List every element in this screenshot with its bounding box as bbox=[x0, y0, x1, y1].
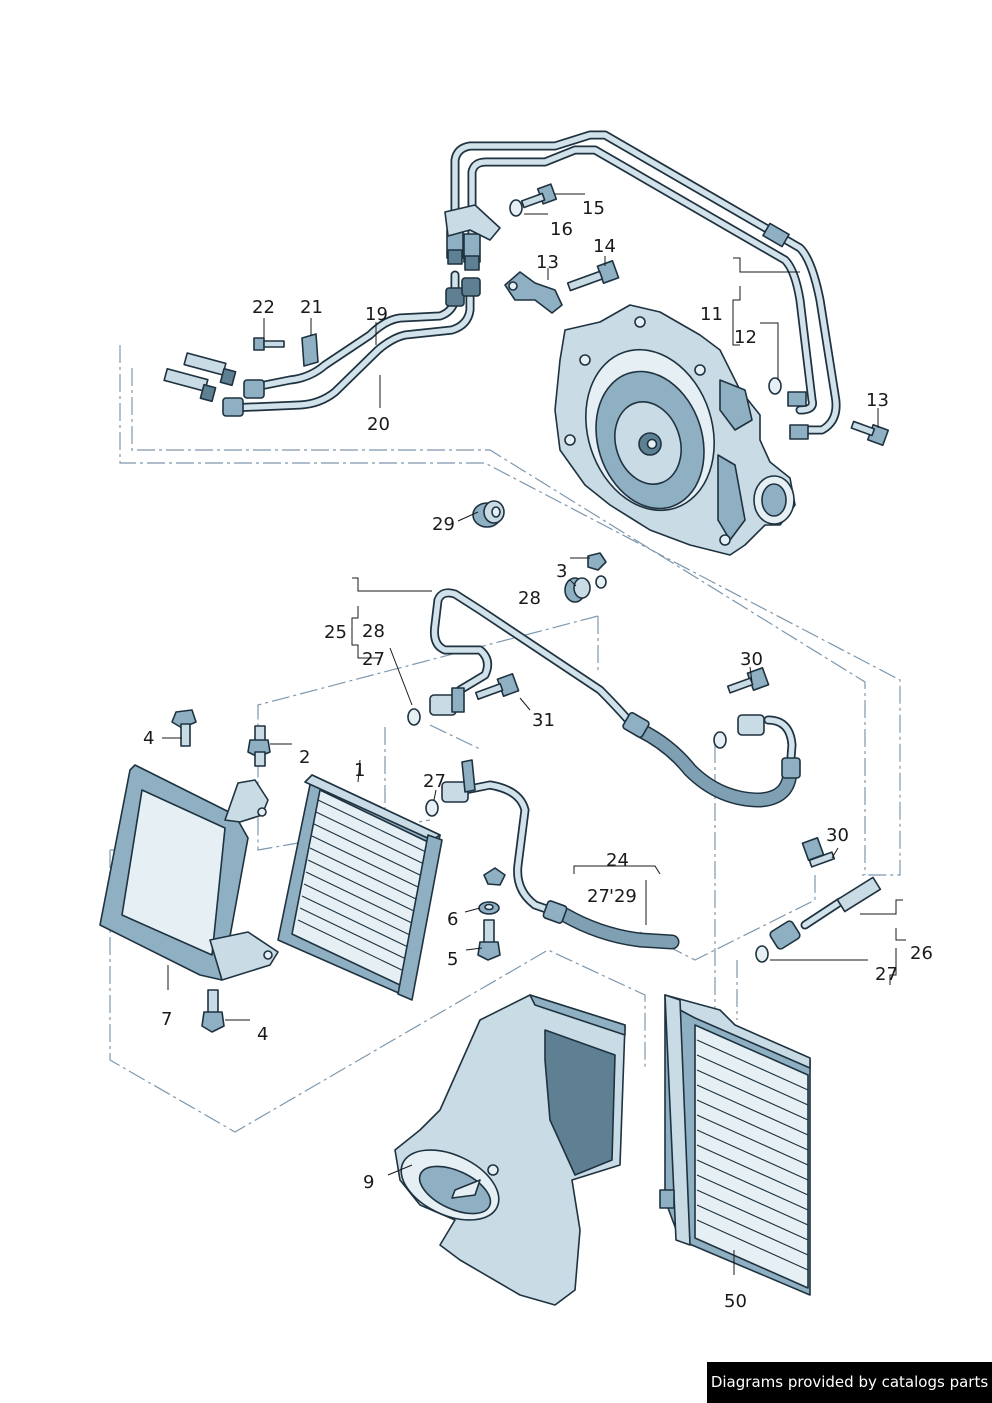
callout-14: 13 bbox=[536, 252, 559, 273]
bracket-frame-7 bbox=[99, 764, 279, 981]
callout-30-upper: 30 bbox=[740, 649, 763, 670]
callout-24: 24 bbox=[606, 850, 629, 871]
bolt-31 bbox=[474, 673, 520, 701]
callout-29-24: '29 bbox=[609, 886, 637, 907]
air-duct-9 bbox=[394, 994, 626, 1306]
callout-16: 15 bbox=[582, 198, 605, 219]
radiator-fins bbox=[696, 1039, 809, 1271]
bolt-13 bbox=[850, 420, 890, 447]
bolt-4-lower bbox=[201, 989, 225, 1033]
callout-15: 14 bbox=[593, 236, 616, 257]
clamp-21 bbox=[301, 333, 319, 367]
callout-3: 3 bbox=[556, 561, 567, 582]
callout-27-lower: 27 bbox=[423, 771, 446, 792]
callout-25: 25 bbox=[324, 622, 347, 643]
callout-20: 20 bbox=[367, 414, 390, 435]
lower-oil-lines bbox=[163, 270, 481, 417]
lower-right-hose bbox=[755, 837, 882, 963]
watermark-banner: Diagrams provided by catalogs parts bbox=[707, 1362, 992, 1403]
callout-19: 19 bbox=[365, 304, 388, 325]
washer-6 bbox=[478, 901, 500, 915]
callout-22: 22 bbox=[252, 297, 275, 318]
oil-cooler-1 bbox=[277, 774, 443, 1001]
bolt-22 bbox=[253, 337, 285, 351]
callout-28-top: 28 bbox=[518, 588, 541, 609]
callout-4-lower: 4 bbox=[257, 1024, 268, 1045]
stud-2 bbox=[247, 725, 271, 767]
callout-29: 29 bbox=[432, 514, 455, 535]
callout-27-24: 27 bbox=[587, 886, 610, 907]
middle-hose-assembly bbox=[429, 588, 801, 808]
bracket-14 bbox=[504, 271, 563, 314]
nut-3 bbox=[587, 552, 607, 589]
callout-7: 7 bbox=[161, 1009, 172, 1030]
callout-21: 21 bbox=[300, 297, 323, 318]
callout-12: 12 bbox=[734, 327, 757, 348]
bolt-5 bbox=[477, 919, 501, 961]
callout-31: 31 bbox=[532, 710, 555, 731]
callout-11: 11 bbox=[700, 304, 723, 325]
grommet-28 bbox=[564, 577, 591, 603]
upper-oil-lines bbox=[444, 130, 841, 440]
callout-labels: 15 16 14 13 11 12 13 22 21 19 20 29 3 28… bbox=[143, 198, 933, 1312]
callout-26: 26 bbox=[910, 943, 933, 964]
bushing-29 bbox=[472, 500, 505, 528]
oring-12 bbox=[768, 377, 782, 395]
bolt-15 bbox=[566, 260, 620, 292]
callout-50: 50 bbox=[724, 1291, 747, 1312]
bolt-4-upper bbox=[171, 709, 197, 747]
callout-27-right: 27 bbox=[875, 964, 898, 985]
washer-17 bbox=[509, 199, 523, 217]
callout-27-mid: 27 bbox=[362, 649, 385, 670]
leader-lines bbox=[162, 193, 906, 1275]
callout-13: 13 bbox=[866, 390, 889, 411]
callout-17: 16 bbox=[550, 219, 573, 240]
callout-28-mid: 28 bbox=[362, 621, 385, 642]
lower-hose-assembly bbox=[441, 759, 680, 950]
transmission-housing bbox=[554, 304, 796, 556]
callout-6: 6 bbox=[447, 909, 458, 930]
callout-30-lower: 30 bbox=[826, 825, 849, 846]
callout-9: 9 bbox=[363, 1172, 374, 1193]
callout-1: 1 bbox=[354, 760, 365, 781]
oring-27-lower bbox=[425, 799, 439, 817]
callout-4-upper: 4 bbox=[143, 728, 154, 749]
radiator-50 bbox=[659, 994, 811, 1296]
oil-cooler-fins bbox=[297, 799, 427, 973]
oring-27-middle bbox=[407, 708, 727, 749]
callout-2: 2 bbox=[299, 747, 310, 768]
bolt-16 bbox=[520, 183, 558, 209]
callout-5: 5 bbox=[447, 949, 458, 970]
bolt-30-upper bbox=[726, 667, 770, 694]
